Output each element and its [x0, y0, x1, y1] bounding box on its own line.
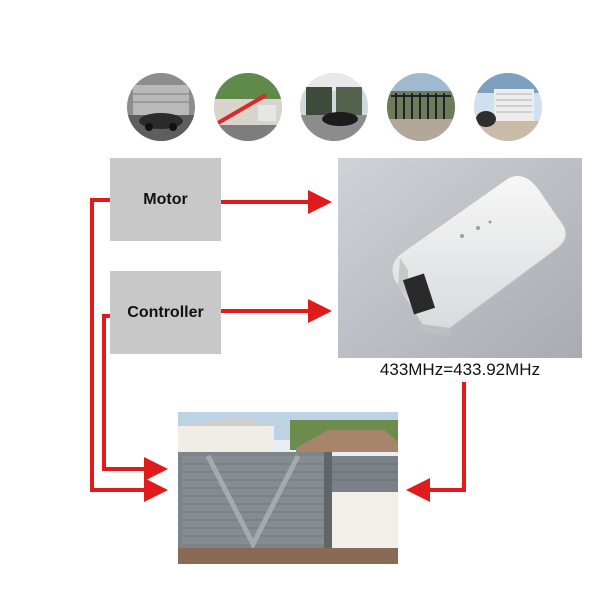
motor-box: Motor [110, 158, 221, 241]
gate-photo [178, 412, 398, 564]
driveway-gate-photo-icon [300, 73, 368, 141]
controller-label: Controller [127, 303, 204, 321]
fence-gate-photo-icon [474, 73, 542, 141]
motor-to-gate-arrow [90, 198, 168, 502]
receiver-photo [338, 158, 582, 358]
motor-label: Motor [143, 190, 188, 208]
sliding-gate-photo-icon [214, 73, 282, 141]
controller-box: Controller [110, 271, 221, 354]
controller-to-gate-arrow [102, 314, 168, 481]
swing-gate-photo-icon [387, 73, 455, 141]
receiver-to-gate-arrow [406, 382, 466, 502]
frequency-label: 433MHz=433.92MHz [379, 360, 541, 379]
garage-door-photo-icon [127, 73, 195, 141]
